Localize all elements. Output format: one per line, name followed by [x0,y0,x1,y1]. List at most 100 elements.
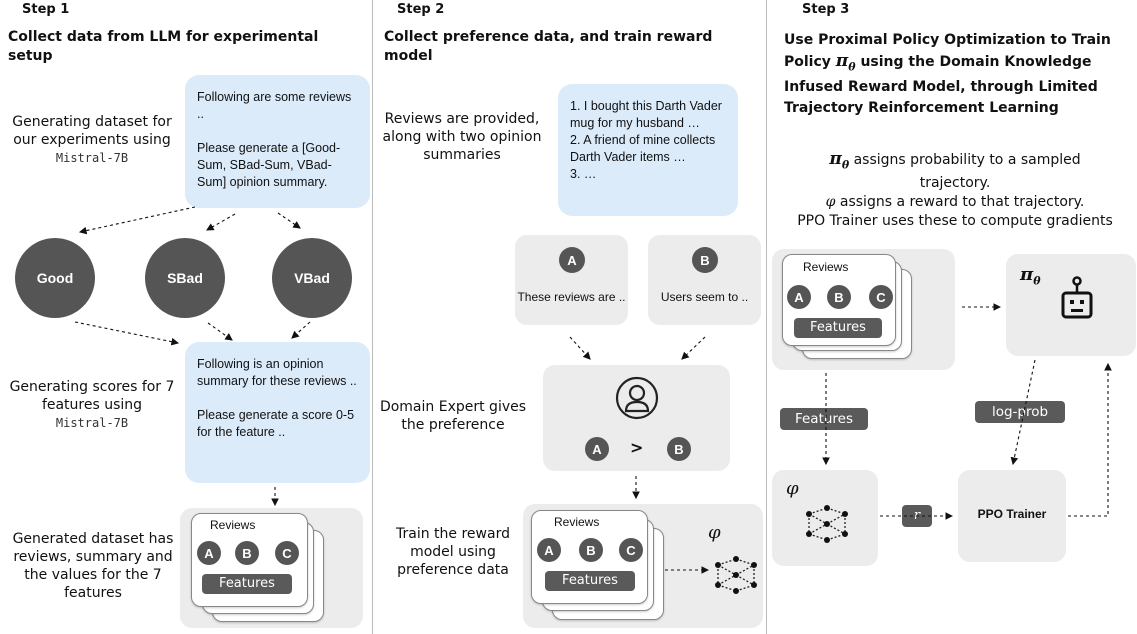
arrow-prompt-to-vbad [277,212,301,229]
reward-model-box: φ [772,470,878,566]
policy-box: πθ [1006,254,1136,356]
step2-desc-train: Train the reward model using preference … [396,526,510,578]
step3-card-front: Reviews A B C Features [782,254,896,346]
step2-card-b-text: B [586,542,596,558]
class-vbad-label: VBad [294,270,330,286]
class-good: Good [15,238,95,318]
pref-b-letter: B [674,441,684,457]
step3-desc-2-text: assigns a reward to that trajectory. [835,194,1085,211]
arrow-a-to-expert [569,336,591,360]
step2-review-1: 1. I bought this Darth Vader mug for my … [570,99,722,130]
arrow-prompt-to-good [78,206,196,235]
summary-a-badge: A [559,247,585,273]
step3-heading-line-3: Infused Reward Model, through Limited [784,79,1098,96]
arrow-vbad-to-prompt2 [291,321,311,339]
step2-review-3: 3. … [570,167,597,181]
step3-heading-theta: θ [848,60,856,74]
step2-label: Step 2 [397,2,445,17]
step3-heading-line-4: Trajectory Reinforcement Learning [784,100,1059,117]
expert-box: A > B [543,365,730,471]
step3-card-b-text: B [834,289,844,305]
step2-card-reviews: Reviews [554,515,600,529]
step1-model-2: Mistral-7B [55,416,129,430]
step3-card-a: A [787,285,811,309]
divider-1 [372,0,373,634]
step2-reviews-bubble: 1. I bought this Darth Vader mug for my … [558,84,738,216]
step2-card-a: A [537,538,561,562]
step3-heading-pi: πθ [835,51,856,74]
step3-card-c-text: C [876,289,886,305]
policy-theta: θ [1033,274,1041,288]
summary-b-box: B Users seem to .. [648,235,761,325]
features-tag: Features [780,408,868,430]
step3-card-b: B [827,285,851,309]
step3-card-a-text: A [794,289,804,305]
summary-a-box: A These reviews are .. [515,235,628,325]
divider-2 [766,0,767,634]
step3-heading-line-1: Use Proximal Policy Optimization to Trai… [784,32,1111,48]
policy-pi-symbol: π [1020,264,1034,285]
step3-desc-phi: φ [825,194,836,211]
class-sbad: SBad [145,238,225,318]
step3-desc-1-text: assigns probability to a sampled traject… [849,152,1081,192]
step3-desc: πθ assigns probability to a sampled traj… [774,150,1136,231]
step1-desc-scores: Generating scores for 7 features using M… [4,378,180,432]
policy-pi-label: πθ [1020,264,1041,288]
step1-card-a: A [197,541,221,565]
step3-desc-3: PPO Trainer uses these to compute gradie… [797,213,1113,230]
user-icon [614,375,660,425]
step3-card-c: C [869,285,893,309]
step1-desc-generate: Generating dataset for our experiments u… [4,113,180,167]
step1-card-reviews: Reviews [210,518,256,532]
step2-reward-network-icon [713,555,759,599]
step1-card-b-text: B [242,545,252,561]
step2-card-front: Reviews A B C Features [531,510,648,604]
step1-heading: Collect data from LLM for experimental s… [8,29,319,64]
pref-a-badge: A [585,437,609,461]
pref-a-letter: A [592,441,602,457]
step1-desc-generate-text: Generating dataset for our experiments u… [12,114,172,148]
arrow-sbad-to-prompt2 [207,322,233,341]
step3-heading-policy: Policy [784,54,836,70]
step3-desc-1: πθ assigns probability to a sampled traj… [774,150,1136,193]
step3-card-features: Features [794,318,882,338]
step1-card-a-text: A [204,545,214,561]
step3-card-reviews: Reviews [803,260,849,274]
step2-card-c: C [619,538,643,562]
class-vbad: VBad [272,238,352,318]
summary-b-text: Users seem to .. [660,290,749,304]
arrow-b-to-expert [681,336,706,360]
step1-card-front: Reviews A B C Features [191,513,308,607]
step2-desc-reviews: Reviews are provided, along with two opi… [382,111,542,163]
step1-card-features: Features [202,574,292,594]
logprob-tag: log-prob [975,401,1065,423]
step3-heading: Use Proximal Policy Optimization to Trai… [784,30,1134,119]
summary-a-letter: A [567,252,577,268]
step2-card-b: B [579,538,603,562]
step2-heading: Collect preference data, and train rewar… [384,29,713,64]
step3-desc-theta: θ [841,158,850,172]
reward-phi-label: φ [786,478,799,499]
class-good-label: Good [36,270,74,286]
step1-label: Step 1 [22,2,70,17]
summary-a-text: These reviews are .. [517,290,626,304]
step3-heading-rest: using the Domain Knowledge [855,54,1092,70]
step1-card-c: C [275,541,299,565]
step2-card-a-text: A [544,542,554,558]
step3-label: Step 3 [802,2,850,17]
step3-desc-pi: πθ [829,149,850,172]
step3-heading-line-2: Policy πθ using the Domain Knowledge [784,51,1134,77]
reward-network-icon [804,504,850,548]
step1-card-b: B [235,541,259,565]
pref-operator: > [630,438,644,457]
arrow-policy-to-ppo [1010,359,1036,466]
step2-desc-expert: Domain Expert gives the preference [379,399,527,433]
step1-model-1: Mistral-7B [55,151,129,165]
step1-desc-scores-text: Generating scores for 7 features using [9,379,175,413]
step3-desc-pi-symbol: π [829,149,842,169]
step2-card-c-text: C [626,542,636,558]
step1-desc-dataset: Generated dataset has reviews, summary a… [12,531,174,601]
step3-heading-pi-symbol: π [835,51,849,71]
arrow-prompt-to-sbad [206,213,236,231]
